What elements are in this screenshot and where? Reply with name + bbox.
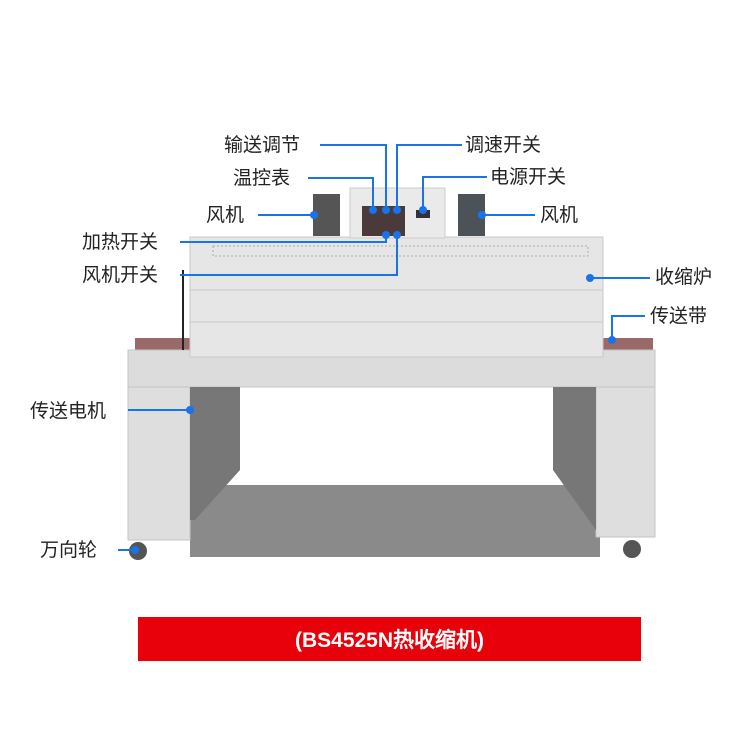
floor-shadow bbox=[190, 485, 600, 557]
label-shrink-furnace: 收缩炉 bbox=[655, 266, 713, 288]
model-banner: (BS4525N热收缩机) bbox=[138, 617, 641, 661]
left-leg bbox=[127, 386, 191, 541]
right-wheel bbox=[623, 540, 641, 558]
left-inner-panel bbox=[190, 387, 240, 520]
label-fan-switch: 风机开关 bbox=[82, 264, 159, 286]
label-speed-switch: 调速开关 bbox=[465, 134, 542, 156]
label-fan-right: 风机 bbox=[540, 204, 579, 226]
conveyor-left bbox=[135, 338, 195, 352]
right-inner-panel bbox=[553, 387, 596, 530]
vent-strip bbox=[212, 245, 589, 257]
right-leg bbox=[595, 386, 656, 538]
label-conveyor-belt: 传送带 bbox=[650, 305, 708, 327]
label-conveyor-motor: 传送电机 bbox=[30, 400, 107, 422]
label-power-switch: 电源开关 bbox=[490, 166, 567, 188]
callout-dots bbox=[131, 206, 616, 554]
label-conveyor-adjust: 输送调节 bbox=[224, 134, 301, 156]
label-temp-controller: 温控表 bbox=[233, 167, 291, 189]
label-heating-switch: 加热开关 bbox=[82, 231, 159, 253]
label-caster-wheel: 万向轮 bbox=[40, 539, 98, 561]
label-fan-left: 风机 bbox=[206, 204, 245, 226]
